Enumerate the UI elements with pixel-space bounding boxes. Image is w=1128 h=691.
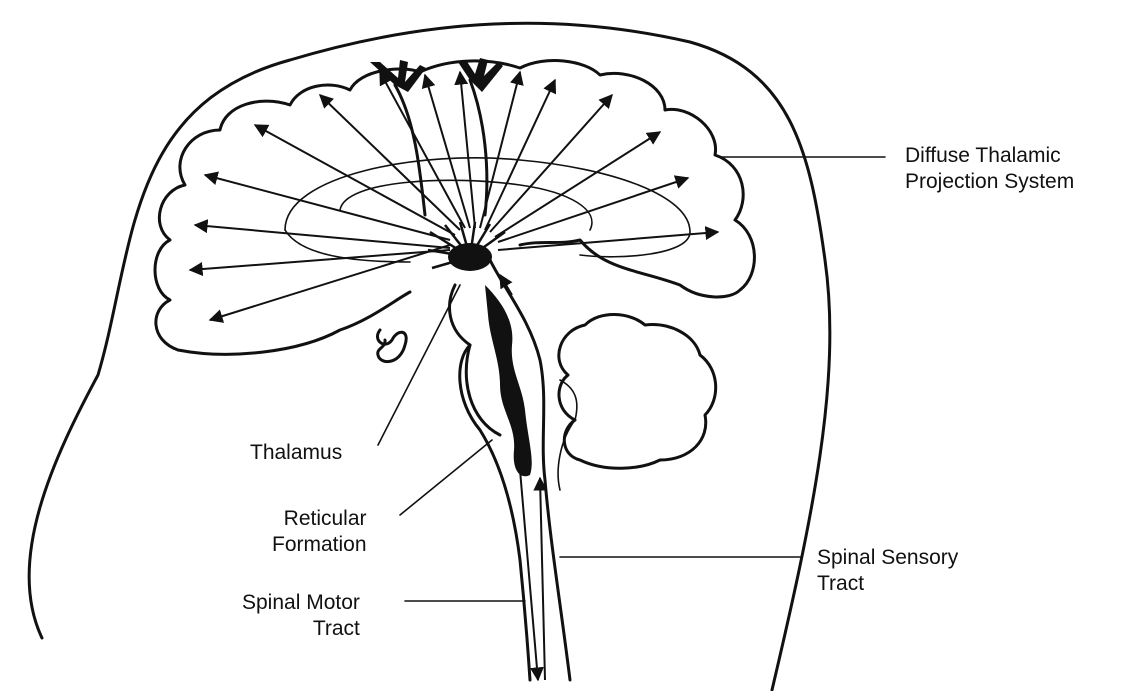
cortical-branches-left: [370, 60, 426, 92]
projection-arrows: [190, 72, 718, 320]
label-spinal-sensory: Spinal Sensory Tract: [817, 545, 958, 597]
pons-bulge: [466, 345, 500, 435]
pituitary: [377, 330, 406, 362]
label-diffuse-thalamic: Diffuse Thalamic Projection System: [905, 143, 1074, 195]
cerebrum-outline: [155, 61, 754, 350]
reticular-formation: [485, 285, 532, 476]
leader-reticular: [400, 440, 492, 515]
leader-thalamus: [378, 285, 460, 445]
cortical-tract-left: [395, 85, 425, 215]
head-outline: [29, 23, 830, 690]
label-thalamus: Thalamus: [250, 440, 342, 466]
cerebrum-lower-contour: [178, 292, 410, 354]
cerebellum: [559, 314, 716, 468]
label-reticular-formation: Reticular Formation: [272, 506, 367, 558]
brainstem-outline: [450, 285, 530, 680]
label-spinal-motor: Spinal Motor Tract: [242, 590, 360, 642]
